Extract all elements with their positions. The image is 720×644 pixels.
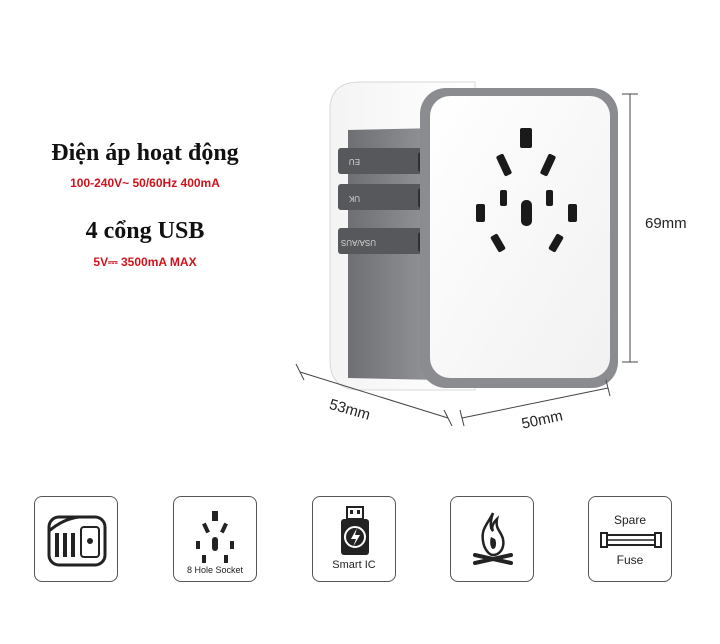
adapter-icon [47,515,107,567]
fuse-icon [600,532,662,548]
socket-icon [196,511,234,563]
smart-ic-icon [341,506,369,555]
plug-label-eu: EU [349,157,360,166]
voltage-title: Điện áp hoạt động [51,140,239,166]
feature-adapter [34,496,118,582]
travel-adapter-image: EU UK USA/AUS [329,81,618,391]
socket-label: 8 Hole Socket [186,565,244,575]
feature-smart-ic: Smart IC [312,496,396,582]
fuse-label-top: Spare [613,513,647,527]
smart-ic-label: Smart IC [332,559,376,571]
height-dimension: 69mm [645,215,687,232]
usb-value: 5V⎓ 3500mA MAX [93,255,197,269]
usb-title: 4 cổng USB [85,218,205,244]
voltage-value: 100-240V~ 50/60Hz 400mA [70,176,220,190]
fire-icon [473,512,513,565]
feature-spare-fuse: Spare Fuse [588,496,672,582]
feature-fire-resistant [450,496,534,582]
feature-socket: 8 Hole Socket [173,496,257,582]
plug-label-usa: USA/AUS [341,238,376,247]
fuse-label-bottom: Fuse [616,553,644,567]
plug-label-uk: UK [348,194,360,203]
